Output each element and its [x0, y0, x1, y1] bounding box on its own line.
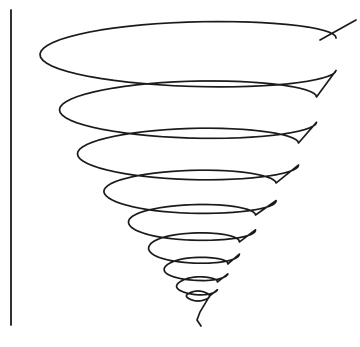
spiral-top-tail — [320, 20, 356, 40]
spiral-coils — [40, 20, 356, 326]
spiral-stroke — [40, 22, 336, 326]
